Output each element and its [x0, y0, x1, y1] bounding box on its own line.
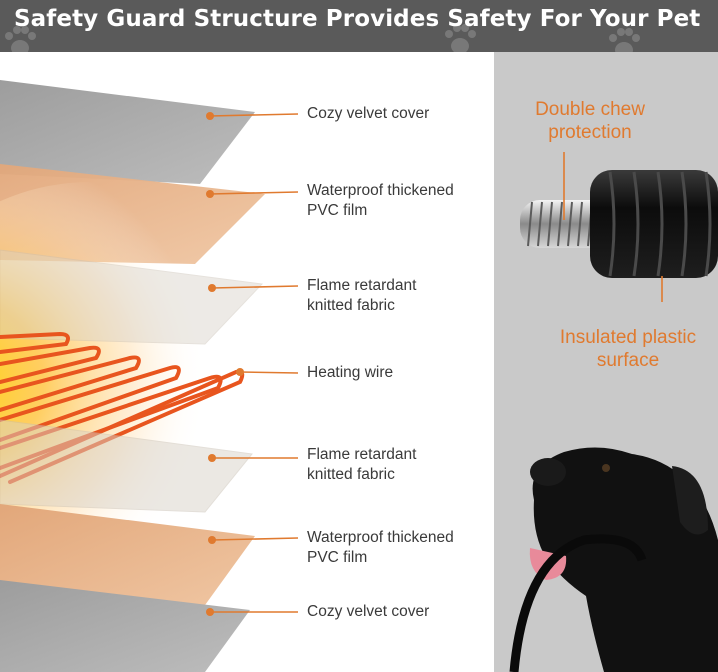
header-banner: Safety Guard Structure Provides Safety F… [0, 0, 718, 52]
pointer-dot-icon [206, 608, 214, 616]
layer-label-heating-wire: Heating wire [307, 364, 394, 381]
layer-stack-illustration [0, 80, 300, 672]
pointer-dot-icon [208, 536, 216, 544]
callout-text: Insulated plastic surface [559, 327, 697, 371]
layer-label-fabric-top: Flame retardant knitted fabric [307, 277, 417, 314]
metal-spring [520, 200, 610, 248]
page-title: Safety Guard Structure Provides Safety F… [14, 6, 701, 32]
layer-pvc-bottom [0, 504, 255, 612]
dog-nose [530, 458, 566, 486]
dog-eye [602, 464, 610, 472]
layer-label-fabric-bottom: Flame retardant knitted fabric [307, 446, 417, 483]
callout-text: Double chew protection [535, 99, 645, 143]
cable-illustration [520, 152, 718, 302]
plastic-hose [590, 170, 718, 278]
pointer-dot-icon [208, 454, 216, 462]
layer-velvet-top [0, 80, 255, 184]
layer-label-velvet-top: Cozy velvet cover [307, 105, 430, 122]
layer-velvet-bottom [0, 580, 250, 672]
pointer-dot-icon [206, 190, 214, 198]
callout-double-chew: Double chew protection [520, 98, 660, 144]
dog-illustration [509, 447, 718, 672]
layer-label-velvet-bottom: Cozy velvet cover [307, 603, 430, 620]
paw-print-icon [609, 28, 640, 52]
layer-fabric-bottom [0, 419, 253, 513]
layer-leaders [209, 113, 299, 613]
paw-print-icon [5, 26, 36, 52]
dog-cable [509, 534, 647, 672]
callout-insulated-surface: Insulated plastic surface [540, 326, 716, 372]
paw-print-icon [445, 24, 476, 52]
pointer-dot-icon [208, 284, 216, 292]
pointer-dot-icon [236, 368, 244, 376]
layer-fabric-top [0, 249, 264, 345]
layer-label-pvc-bottom: Waterproof thickened PVC film [307, 529, 454, 566]
cable-leaders [563, 152, 663, 302]
dog-ear [672, 466, 708, 535]
layer-label-pvc-top: Waterproof thickened PVC film [307, 182, 454, 219]
pointer-dot-icon [206, 112, 214, 120]
